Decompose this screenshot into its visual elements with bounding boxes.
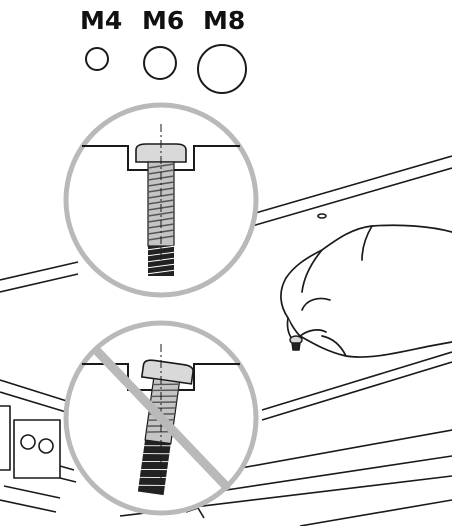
callout-correct — [63, 102, 259, 298]
hand-icon — [280, 224, 452, 358]
prohibition-slash-icon — [93, 347, 231, 491]
size-circle-m4 — [85, 47, 109, 71]
device-body — [0, 155, 452, 526]
front-knob-2 — [38, 438, 54, 454]
front-knob-1 — [20, 434, 36, 450]
size-label-m8: M8 — [203, 6, 245, 35]
callout-incorrect — [63, 320, 259, 516]
size-label-m6: M6 — [142, 6, 184, 35]
size-circle-m6 — [143, 46, 177, 80]
size-label-m4: M4 — [80, 6, 122, 35]
size-circle-m8 — [197, 44, 247, 94]
screw-in-hand-icon — [289, 335, 303, 351]
